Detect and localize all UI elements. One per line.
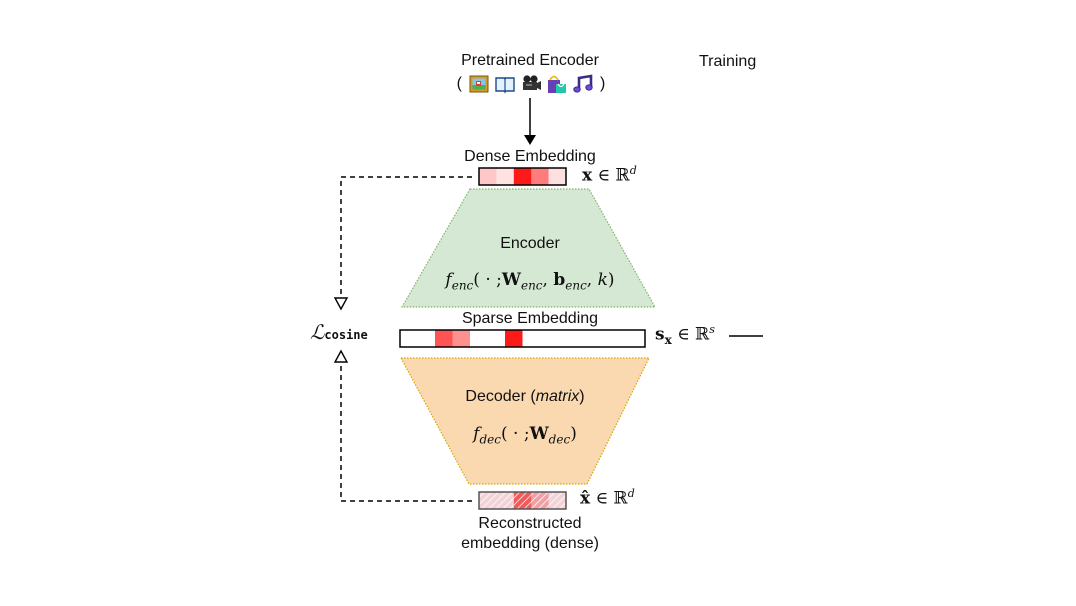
fn-sub: enc bbox=[451, 278, 474, 293]
embedding-cell bbox=[557, 330, 576, 347]
embedding-cell-hatch bbox=[513, 492, 532, 509]
topk-k: k bbox=[597, 270, 608, 290]
embedding-cell bbox=[575, 330, 593, 347]
sparse-embedding-bar bbox=[399, 329, 646, 348]
embedding-cell bbox=[452, 330, 471, 347]
math-reals: ℝ bbox=[613, 488, 628, 509]
comma: , bbox=[586, 270, 593, 290]
embedding-cell bbox=[610, 330, 628, 347]
embedding-cell-hatch bbox=[548, 492, 567, 509]
weight-sub: enc bbox=[520, 278, 543, 293]
math-dim: d bbox=[629, 164, 637, 177]
loss-label: ℒcosine bbox=[310, 320, 368, 344]
dot: · bbox=[513, 424, 519, 444]
math-dim: d bbox=[627, 487, 635, 500]
paren: ) bbox=[570, 424, 577, 444]
embedding-cell bbox=[479, 168, 497, 185]
embedding-cell bbox=[627, 330, 646, 347]
decoder-type: matrix bbox=[535, 388, 580, 405]
reconstructed-math: x̂ ∈ ℝd bbox=[580, 487, 635, 509]
semi: ; bbox=[523, 424, 530, 444]
input-arrow-head bbox=[524, 135, 536, 145]
paren: ( bbox=[473, 270, 480, 290]
embedding-cell bbox=[470, 330, 488, 347]
semi: ; bbox=[496, 270, 502, 290]
reconstructed-embedding-bar bbox=[478, 491, 567, 510]
loss-arrow-head-top bbox=[333, 297, 349, 311]
math-in: ∈ bbox=[595, 488, 609, 509]
embedding-cell bbox=[531, 168, 549, 185]
math-in: ∈ bbox=[677, 324, 690, 345]
paren: ( bbox=[500, 424, 508, 444]
reconstructed-label-line1: Reconstructed bbox=[478, 515, 582, 532]
training-label: Training bbox=[699, 53, 757, 70]
math-reals: ℝ bbox=[695, 324, 710, 345]
bias-sub: enc bbox=[565, 278, 587, 293]
math-s-sub: x bbox=[664, 333, 672, 348]
sparse-embedding-label: Sparse Embedding bbox=[461, 310, 599, 327]
embedding-cell-hatch bbox=[531, 492, 549, 509]
decoder-block bbox=[399, 357, 650, 485]
embedding-cell bbox=[435, 330, 453, 347]
embedding-cell bbox=[522, 330, 541, 347]
dense-embedding-bar bbox=[478, 167, 567, 186]
weight-W: W bbox=[529, 424, 549, 444]
weight-W: W bbox=[501, 270, 521, 290]
modality-icons: ( ) bbox=[446, 72, 616, 96]
embedding-border bbox=[478, 167, 567, 186]
embedding-cell bbox=[417, 330, 436, 347]
loss-symbol: ℒ bbox=[310, 320, 325, 344]
encoder-label: Encoder bbox=[500, 235, 560, 252]
music-note-icon bbox=[573, 74, 593, 93]
fn-f: f bbox=[473, 424, 480, 444]
math-xhat: x̂ bbox=[580, 488, 591, 509]
embedding-border bbox=[399, 329, 646, 348]
embedding-cell-hatch bbox=[496, 492, 515, 509]
sparse-embedding-math: sx ∈ ℝs bbox=[655, 323, 715, 347]
embedding-cell bbox=[540, 330, 558, 347]
embedding-cell bbox=[487, 330, 506, 347]
dense-embedding-math: x ∈ ℝd bbox=[582, 164, 637, 186]
video-camera-icon bbox=[523, 75, 541, 90]
reconstructed-label-line2: embedding (dense) bbox=[461, 535, 599, 552]
loss-arrow-head-bottom bbox=[333, 349, 349, 363]
book-icon bbox=[495, 77, 515, 94]
loss-subscript: cosine bbox=[324, 328, 368, 342]
bias-b: b bbox=[553, 270, 566, 290]
embedding-cell bbox=[513, 168, 532, 185]
image-icon bbox=[469, 75, 489, 93]
math-in: ∈ bbox=[597, 165, 611, 186]
math-dim: s bbox=[709, 323, 715, 336]
open-paren: ( bbox=[456, 75, 462, 92]
decoder-formula: fdec( · ;Wdec) bbox=[420, 424, 630, 446]
embedding-cell-hatch bbox=[479, 492, 497, 509]
recon-to-loss-path bbox=[340, 360, 472, 502]
dense-embedding-label: Dense Embedding bbox=[464, 148, 596, 165]
reconstructed-label: Reconstructed embedding (dense) bbox=[420, 514, 640, 554]
decoder-title: Decoder bbox=[465, 388, 526, 405]
embedding-cell bbox=[592, 330, 611, 347]
dot: · bbox=[485, 270, 491, 290]
encoder-formula: fenc( · ;Wenc, benc, k) bbox=[405, 270, 655, 292]
fn-sub: dec bbox=[479, 432, 501, 447]
embedding-cell bbox=[496, 168, 515, 185]
math-s: s bbox=[655, 324, 665, 345]
weight-sub: dec bbox=[548, 432, 571, 447]
comma: , bbox=[542, 270, 548, 290]
dense-to-loss-path bbox=[340, 176, 472, 300]
paren: ) bbox=[607, 270, 615, 290]
fn-f: f bbox=[445, 270, 452, 290]
pretrained-encoder-label: Pretrained Encoder bbox=[461, 52, 599, 69]
embedding-cell bbox=[400, 330, 418, 347]
embedding-cell bbox=[505, 330, 523, 347]
math-reals: ℝ bbox=[615, 165, 630, 186]
shopping-bag-icon bbox=[548, 75, 566, 93]
embedding-border bbox=[478, 491, 567, 510]
math-x: x bbox=[582, 165, 593, 186]
close-paren: ) bbox=[600, 75, 606, 92]
embedding-cell bbox=[548, 168, 567, 185]
encoder-block bbox=[400, 188, 657, 308]
decoder-label: Decoder (matrix) bbox=[465, 388, 585, 405]
